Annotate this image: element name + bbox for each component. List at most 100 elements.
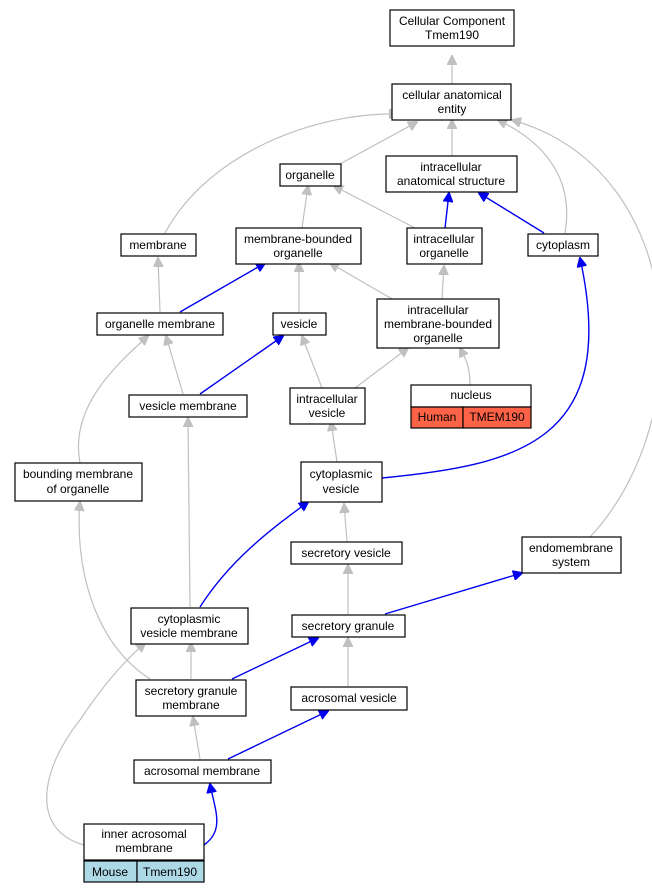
edge-mbo-organelle [301,186,308,229]
node-organelle[interactable]: organelle [279,163,342,187]
nucleus-species-label: Human [418,410,457,424]
node-sv-line-1: secretory vesicle [301,546,391,560]
edge-sgm-bmo [79,502,151,680]
node-vesicle[interactable]: vesicle [272,312,327,336]
node-imbo-line-2: membrane-bounded [384,317,492,331]
node-sgm-line-1: secretory granule [145,684,238,698]
node-io-line-1: intracellular [413,232,474,246]
node-secretory-granule[interactable]: secretory granule [291,614,406,638]
node-ias-line-1: intracellular [420,160,481,174]
node-cvm-line-2: vesicle membrane [140,626,238,640]
node-io-line-2: organelle [419,246,469,260]
node-imbo-line-3: organelle [413,331,463,345]
iam-species-label: Mouse [92,865,128,879]
node-secretory-vesicle[interactable]: secretory vesicle [290,541,403,565]
node-acrosomal-vesicle[interactable]: acrosomal vesicle [290,686,408,711]
edge-sv-cv [344,504,347,542]
node-sg-line-1: secretory granule [302,619,395,633]
node-membrane[interactable]: membrane [120,233,197,257]
edge-am-av [227,711,328,760]
node-am-line-1: acrosomal membrane [144,764,260,778]
node-secretory-granule-membrane[interactable]: secretory granule membrane [135,679,247,717]
iam-gene-cell [136,860,205,883]
edge-sgm-sg [231,638,318,680]
node-cytoplasm-line-1: cytoplasm [536,238,590,252]
node-cellular-anatomical-entity[interactable]: cellular anatomical entity [391,83,512,121]
node-intracellular-organelle[interactable]: intracellular organelle [406,227,483,265]
edge-am-sgm [193,717,201,760]
node-bmo-line-1: bounding membrane [23,467,133,481]
edge-om-membrane [158,258,160,313]
edge-es-cae [512,120,652,538]
edge-io-ias [445,193,449,229]
node-vesicle-membrane[interactable]: vesicle membrane [128,394,248,418]
node-root-line-1: Cellular Component [399,14,506,28]
node-om-line-1: organelle membrane [105,317,215,331]
node-cae-line-1: cellular anatomical [402,88,501,102]
node-cytoplasm[interactable]: cytoplasm [527,233,599,257]
edge-iam-am [203,784,218,846]
node-organelle-membrane[interactable]: organelle membrane [96,312,224,336]
node-nucleus[interactable]: nucleus Human TMEM190 [410,384,532,429]
node-cytoplasmic-vesicle-membrane[interactable]: cytoplasmic vesicle membrane [130,607,249,645]
node-ias-line-2: anatomical structure [397,174,505,188]
node-cv-line-1: cytoplasmic [310,467,373,481]
node-av-line-1: acrosomal vesicle [301,691,397,705]
node-intracellular-membrane-bounded-organelle[interactable]: intracellular membrane-bounded organelle [376,298,500,349]
node-bmo-line-2: of organelle [47,482,110,496]
node-intracellular-vesicle[interactable]: intracellular vesicle [289,387,366,425]
node-cv-line-2: vesicle [323,482,360,496]
node-es-line-1: endomembrane [529,541,613,555]
node-membrane-bounded-organelle[interactable]: membrane-bounded organelle [235,227,362,265]
node-es-line-2: system [552,555,590,569]
edge-cv-cytoplasm [381,258,590,479]
edges [46,56,652,846]
node-vesicle-line-1: vesicle [281,317,318,331]
node-nucleus-line-1: nucleus [450,388,491,402]
nucleus-gene-label: TMEM190 [469,410,525,424]
edge-om-mbo [179,263,265,313]
edge-iv-vesicle [302,336,323,389]
node-membrane-line-1: membrane [129,238,187,252]
node-cvm-line-1: cytoplasmic [158,612,221,626]
node-endomembrane-system[interactable]: endomembrane system [521,536,622,574]
nodes: Cellular Component Tmem190 cellular anat… [14,9,622,883]
edge-imbo-io [442,266,444,300]
node-iam-line-1: inner acrosomal [101,827,186,841]
node-mbo-line-1: membrane-bounded [244,232,352,246]
edge-bmo-om [77,336,148,464]
edge-cv-iv [331,422,338,463]
node-root[interactable]: Cellular Component Tmem190 [389,9,515,47]
node-vm-line-1: vesicle membrane [139,399,237,413]
edge-sg-es [384,573,522,615]
edge-imbo-mbo [330,263,393,300]
node-cae-line-2: entity [438,102,467,116]
edge-cvm-vm [188,418,190,608]
node-cytoplasmic-vesicle[interactable]: cytoplasmic vesicle [300,461,383,503]
node-iam-line-2: membrane [115,841,173,855]
node-inner-acrosomal-membrane[interactable]: inner acrosomal membrane Mouse Tmem190 [83,823,205,883]
edge-iam-cvm [46,643,145,846]
node-sgm-line-2: membrane [162,698,220,712]
node-iv-line-2: vesicle [309,406,346,420]
edge-iv-imbo [354,348,408,389]
node-root-line-2: Tmem190 [425,28,479,42]
edge-vm-om [166,336,184,395]
node-acrosomal-membrane[interactable]: acrosomal membrane [133,759,272,784]
edge-io-organelle [334,186,416,229]
edge-cytoplasm-cae [498,120,568,234]
edge-cytoplasm-ias [479,193,545,234]
iam-gene-label: Tmem190 [143,865,197,879]
edge-membrane-cae [164,114,398,234]
node-mbo-line-2: organelle [273,246,323,260]
node-iv-line-1: intracellular [296,392,357,406]
node-organelle-line-1: organelle [285,168,335,182]
node-imbo-line-1: intracellular [407,303,468,317]
edge-nucleus-imbo [460,348,471,386]
node-bounding-membrane-of-organelle[interactable]: bounding membrane of organelle [14,462,143,502]
edge-organelle-cae [339,122,417,165]
node-intracellular-anatomical-structure[interactable]: intracellular anatomical structure [385,155,518,193]
edge-vm-vesicle [199,336,283,395]
edge-cvm-cv [199,502,308,608]
